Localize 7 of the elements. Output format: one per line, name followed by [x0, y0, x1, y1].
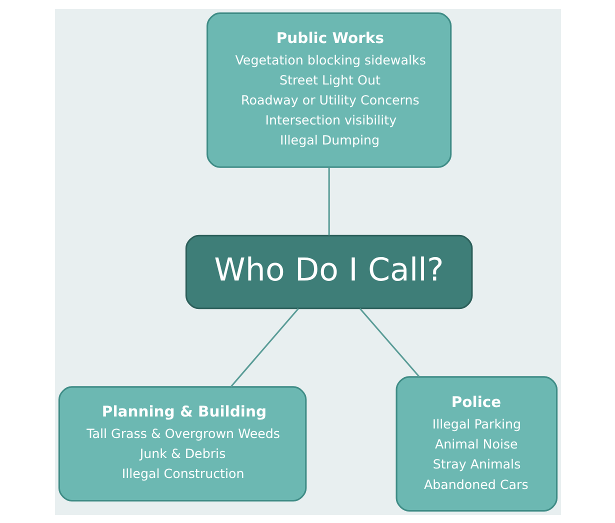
node-box: Who Do I Call? [184, 234, 472, 309]
node-box: Police Illegal Parking Animal Noise Stray Animals Abandoned Cars [395, 376, 558, 512]
connector [358, 308, 420, 377]
connector [328, 166, 330, 235]
node-box: Planning & Building Tall Grass & Overgrown Weeds Junk & Debris Illegal Construction [58, 386, 306, 502]
connector [230, 308, 298, 387]
node-box: Public Works Vegetation blocking sidewalks Street Light Out Roadway or Utility Concerns Intersection visibility Illegal Dumping [206, 12, 452, 168]
